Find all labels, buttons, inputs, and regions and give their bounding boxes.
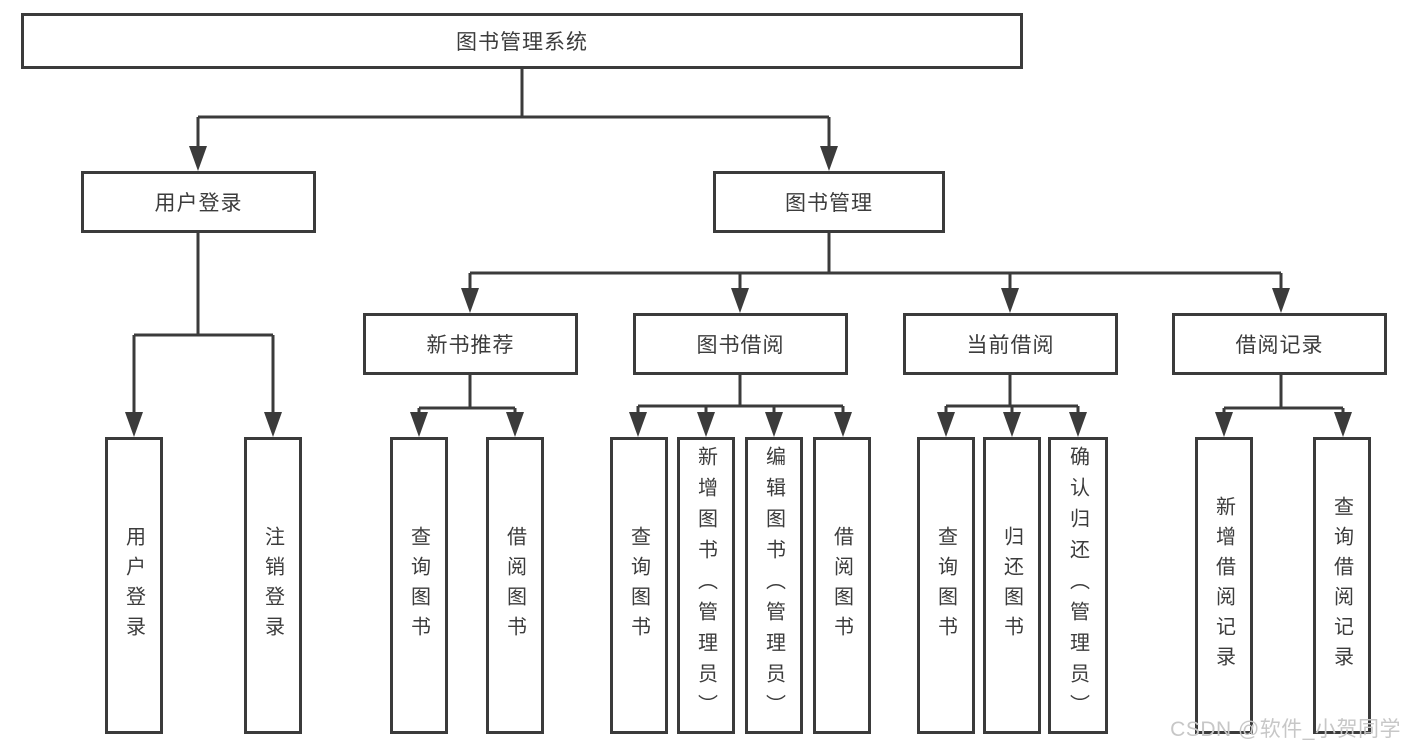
node-label: 编辑图书（管理员）	[762, 446, 785, 725]
connector-new-books-branch	[417, 375, 517, 425]
leaf-query-books-newbooks: 查询图书	[390, 437, 448, 734]
node-label: 确认归还（管理员）	[1066, 446, 1089, 725]
arrowhead	[697, 412, 715, 437]
arrowhead	[820, 146, 838, 171]
node-user-login: 用户登录	[81, 171, 316, 233]
arrowhead	[1272, 288, 1290, 313]
leaf-add-books-admin: 新增图书（管理员）	[677, 437, 735, 734]
leaf-add-borrow-record: 新增借阅记录	[1195, 437, 1253, 734]
node-label: 当前借阅	[966, 334, 1055, 357]
node-label: 图书管理	[785, 192, 873, 215]
leaf-edit-books-admin: 编辑图书（管理员）	[745, 437, 803, 734]
connector-book-mgmt-branch	[468, 233, 1283, 301]
connector-root-branch	[196, 69, 831, 159]
arrowhead	[1215, 412, 1233, 437]
node-book-borrowing: 图书借阅	[633, 313, 848, 375]
arrowhead	[731, 288, 749, 313]
node-label: 新增图书（管理员）	[694, 446, 717, 725]
node-label: 注销登录	[261, 525, 284, 646]
arrowhead	[410, 412, 428, 437]
arrowhead	[765, 412, 783, 437]
node-current-borrowing: 当前借阅	[903, 313, 1118, 375]
node-label: 借阅记录	[1235, 334, 1324, 357]
node-label: 查询图书	[934, 525, 957, 646]
arrowhead	[189, 146, 207, 171]
node-label: 借阅图书	[830, 525, 853, 646]
arrowhead	[461, 288, 479, 313]
node-label: 查询图书	[407, 525, 430, 646]
arrowhead	[1069, 412, 1087, 437]
node-label: 新书推荐	[426, 334, 515, 357]
node-borrowing-records: 借阅记录	[1172, 313, 1387, 375]
node-label: 归还图书	[1000, 525, 1023, 646]
arrowhead	[264, 412, 282, 437]
leaf-query-borrow-record: 查询借阅记录	[1313, 437, 1371, 734]
node-label: 查询图书	[627, 525, 650, 646]
arrowhead	[1003, 412, 1021, 437]
node-label: 新增借阅记录	[1212, 495, 1235, 676]
leaf-query-books-borrowing: 查询图书	[610, 437, 668, 734]
node-label: 用户登录	[154, 192, 243, 215]
leaf-borrow-books-newbooks: 借阅图书	[486, 437, 544, 734]
node-label: 图书管理系统	[456, 31, 588, 54]
arrowhead	[937, 412, 955, 437]
connector-records-branch	[1222, 375, 1345, 425]
arrowhead	[1001, 288, 1019, 313]
arrowhead	[1334, 412, 1352, 437]
connector-current-branch	[944, 375, 1080, 425]
leaf-return-books: 归还图书	[983, 437, 1041, 734]
node-label: 借阅图书	[503, 525, 526, 646]
connector-borrowing-branch	[636, 375, 845, 425]
connector-user-login-branch	[132, 233, 275, 425]
leaf-logout: 注销登录	[244, 437, 302, 734]
leaf-user-login: 用户登录	[105, 437, 163, 734]
node-book-management: 图书管理	[713, 171, 945, 233]
csdn-watermark: CSDN @软件_小贺同学	[1170, 718, 1401, 741]
leaf-borrow-books-borrowing: 借阅图书	[813, 437, 871, 734]
node-label: 用户登录	[122, 525, 145, 646]
node-root-system: 图书管理系统	[21, 13, 1023, 69]
arrowhead	[629, 412, 647, 437]
node-label: 查询借阅记录	[1330, 495, 1353, 676]
arrowhead	[506, 412, 524, 437]
node-new-book-recommend: 新书推荐	[363, 313, 578, 375]
node-label: 图书借阅	[696, 334, 785, 357]
leaf-confirm-return-admin: 确认归还（管理员）	[1048, 437, 1108, 734]
arrowhead	[125, 412, 143, 437]
leaf-query-books-current: 查询图书	[917, 437, 975, 734]
arrowhead	[834, 412, 852, 437]
